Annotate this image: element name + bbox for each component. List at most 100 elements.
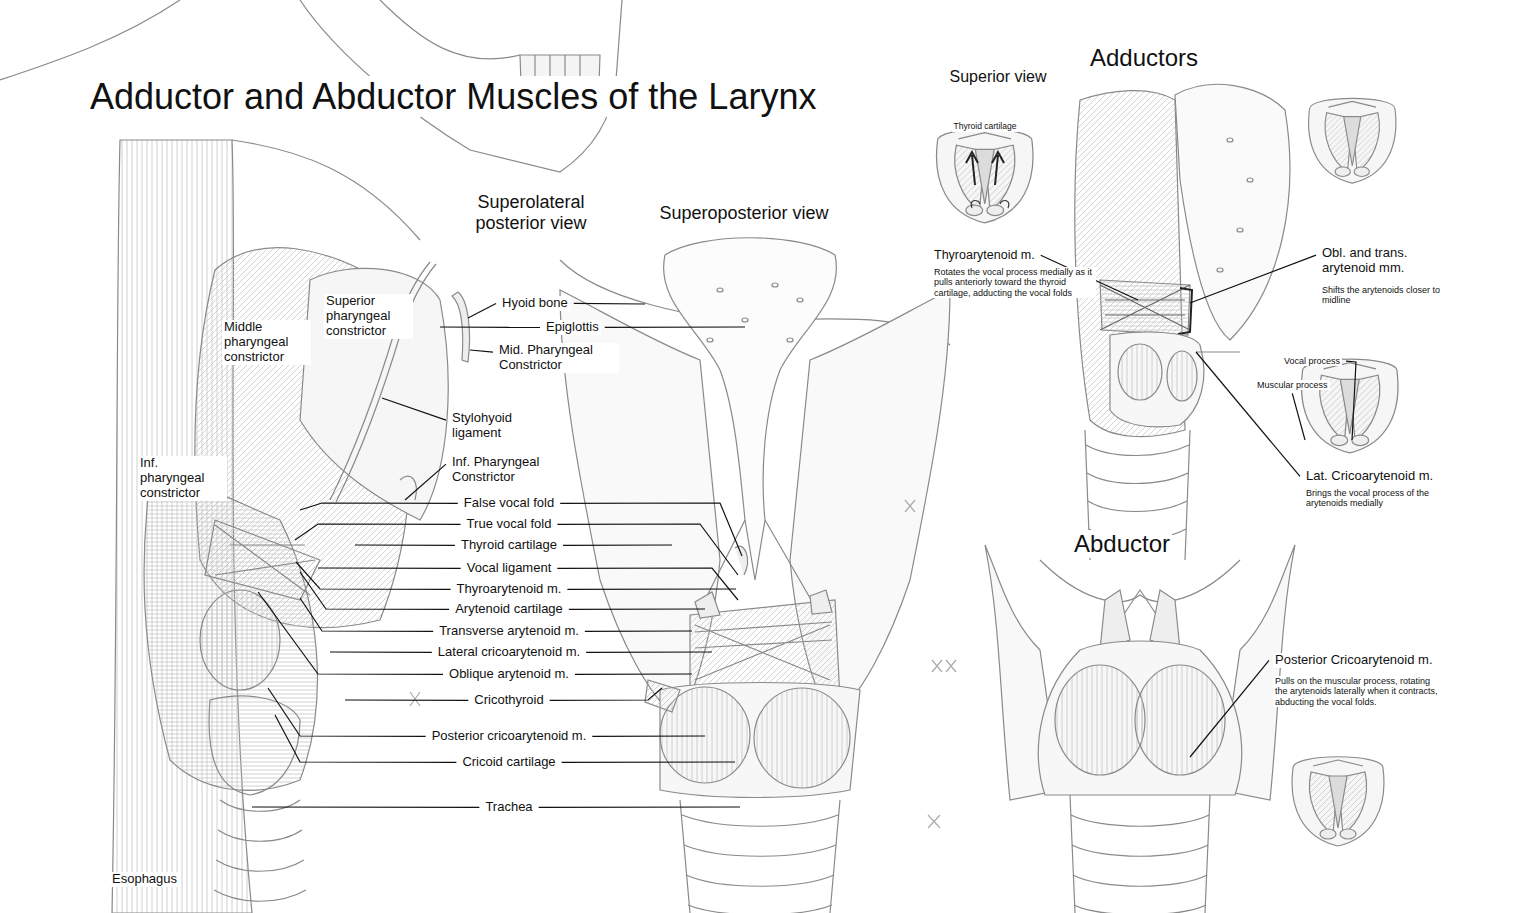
abductor-figure [1040, 560, 1240, 602]
adductor-figure [1086, 445, 1189, 540]
adductor-figure [1167, 351, 1197, 401]
leader-line [585, 630, 692, 632]
leader-line [605, 326, 745, 328]
larynx-posterior-figure [810, 590, 832, 614]
leader-line [355, 544, 455, 546]
pharynx-posterior-figure [232, 140, 420, 240]
muscle-label: Obl. and trans. arytenoid mm. [1320, 246, 1454, 276]
section-title: Abductor [1072, 530, 1172, 558]
part-label: Lateral cricoarytenoid m. [436, 645, 582, 660]
skull-sketch [380, 0, 520, 59]
leader-line [268, 688, 426, 736]
larynx-posterior-figure [735, 546, 747, 575]
part-label: Thyroid cartilage [459, 538, 559, 553]
part-label: Hyoid bone [500, 296, 570, 311]
superior-view-figures [1302, 359, 1398, 453]
section-title: Adductors [1088, 44, 1200, 72]
adductor-figure [1227, 138, 1233, 142]
leader-line [318, 567, 461, 569]
larynx-posterior-figure [705, 520, 810, 600]
leader-line [560, 503, 742, 556]
pharynx-posterior-figure [144, 478, 317, 790]
part-label: False vocal fold [462, 496, 556, 511]
superior-view-figures [971, 201, 1009, 208]
adductor-figure [1178, 288, 1192, 334]
leader-line [1190, 660, 1269, 757]
superior-view-figures [1292, 757, 1384, 846]
larynx-posterior-figure [797, 298, 803, 302]
leader-line [586, 651, 712, 653]
superior-view-figures [992, 152, 1004, 185]
view-title: Superior view [948, 68, 1049, 86]
abductor-figure [1070, 795, 1210, 913]
pencil-x-mark [905, 500, 915, 512]
larynx-posterior-figure [787, 338, 793, 342]
leader-line [563, 544, 672, 546]
pencil-x-mark [928, 815, 940, 828]
pharynx-posterior-figure [205, 520, 320, 600]
larynx-posterior-figure [772, 283, 778, 287]
part-label: True vocal fold [465, 517, 554, 532]
superior-view-figures [966, 152, 978, 185]
part-label: Posterior cricoarytenoid m. [430, 729, 589, 744]
superior-view-figures [937, 129, 1033, 223]
larynx-posterior-figure [664, 238, 837, 580]
larynx-posterior-figure [560, 238, 950, 913]
pharynx-posterior-figure [215, 525, 315, 595]
pencil-x-mark [932, 660, 956, 672]
part-label: Thyroid cartilage [952, 122, 1019, 132]
pharynx-posterior-figure [209, 696, 300, 795]
part-label: Esophagus [110, 872, 179, 887]
leader-line [592, 735, 705, 737]
adductor-figure [1075, 84, 1290, 560]
diagram-title: Adductor and Abductor Muscles of the Lar… [88, 76, 818, 117]
note-text: Rotates the vocal process medially as it… [932, 267, 1096, 298]
part-label: Cricoid cartilage [460, 755, 557, 770]
part-label: Transverse arytenoid m. [437, 624, 581, 639]
larynx-posterior-figure [682, 815, 838, 913]
larynx-posterior-figure [660, 683, 860, 798]
leader-line [470, 350, 493, 352]
part-label: Vocal process [1282, 356, 1342, 366]
abductor-figure [1055, 665, 1145, 775]
adductor-figure [1196, 351, 1240, 352]
abductor-figure [1038, 641, 1241, 795]
leader-line [557, 568, 738, 600]
larynx-posterior-figure [645, 680, 680, 712]
adductor-figure [1118, 344, 1162, 400]
part-label: Arytenoid cartilage [453, 602, 565, 617]
part-label: Middle pharyngeal constrictor [222, 320, 311, 365]
part-label: Epiglottis [544, 320, 601, 335]
leader-line [539, 806, 740, 808]
muscle-label: Posterior Cricoarytenoid m. [1273, 653, 1435, 668]
leader-line [569, 608, 705, 610]
muscle-label: Lat. Cricoarytenoid m. [1304, 469, 1435, 484]
leader-line [440, 326, 540, 328]
leader-line [567, 588, 736, 590]
leader-line [382, 398, 446, 420]
abductor-figure [1135, 665, 1225, 775]
adductor-figure [1100, 285, 1190, 330]
part-label: Vocal ligament [465, 561, 554, 576]
leader-line [1190, 255, 1316, 303]
leader-line [330, 651, 432, 653]
pencil-x-mark [410, 500, 956, 828]
adductor-figure [1217, 268, 1223, 272]
leader-line [1292, 393, 1305, 440]
larynx-posterior-figure [695, 622, 832, 680]
leader-line [550, 688, 662, 700]
note-text: Shifts the arytenoids closer to midline [1320, 285, 1454, 306]
pencil-x-mark [410, 692, 420, 706]
leader-line [1196, 352, 1300, 476]
note-text: Pulls on the muscular process, rotating … [1273, 676, 1442, 707]
abductor-figure [985, 545, 1295, 913]
pharynx-posterior-figure [112, 140, 470, 913]
view-title: Superoposterior view [657, 203, 830, 224]
view-title: Superolateral posterior view [444, 192, 618, 233]
leader-line [258, 592, 443, 674]
leader-line [300, 503, 458, 510]
leader-line [300, 572, 449, 609]
